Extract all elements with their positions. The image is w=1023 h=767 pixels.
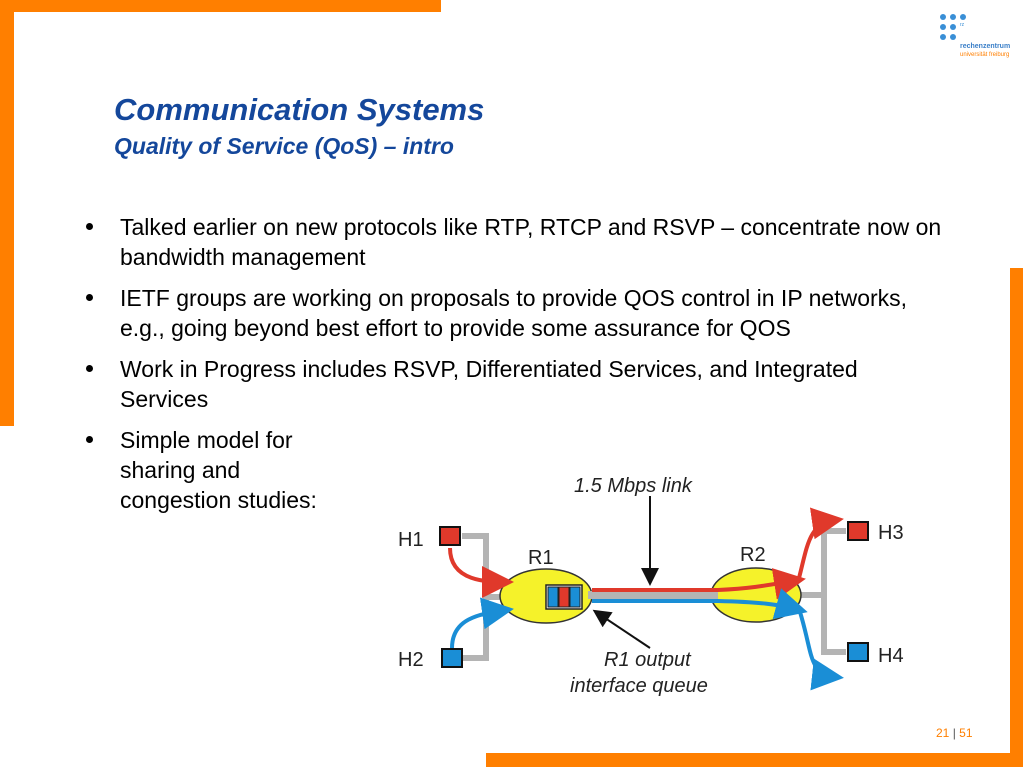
bullet-dot-icon xyxy=(86,223,93,230)
page-current: 21 xyxy=(936,726,950,740)
left-access-link xyxy=(462,533,489,661)
slide-subtitle: Quality of Service (QoS) – intro xyxy=(114,133,454,159)
bullet-item: Simple model for sharing and congestion … xyxy=(86,425,326,515)
frame-top-bar xyxy=(0,0,441,12)
queue-label-line2: interface queue xyxy=(570,675,708,697)
router-label-r1: R1 xyxy=(528,547,554,569)
blue-flow-h4 xyxy=(798,611,844,691)
logo-mark: rz xyxy=(960,22,965,28)
blue-flow-link xyxy=(592,588,808,620)
red-flow-h3 xyxy=(796,507,844,583)
page-total: 51 xyxy=(959,726,973,740)
page-separator: | xyxy=(952,726,956,740)
bullet-list: Talked earlier on new protocols like RTP… xyxy=(86,212,946,526)
blue-flow-h2 xyxy=(450,597,514,649)
right-access-link xyxy=(821,528,846,655)
bullet-text: Simple model for sharing and congestion … xyxy=(120,427,317,513)
host-h1-icon xyxy=(439,526,461,546)
bullet-dot-icon xyxy=(86,294,93,301)
logo-text: rechenzentrum universität freiburg xyxy=(960,43,1010,59)
bullet-text: IETF groups are working on proposals to … xyxy=(120,285,908,341)
queue-packet-red xyxy=(558,586,570,608)
bottleneck-link xyxy=(588,591,718,599)
logo-dots-icon xyxy=(940,14,970,44)
host-label-h3: H3 xyxy=(878,522,904,544)
logo-line2: universität freiburg xyxy=(960,52,1010,58)
bullet-item: Talked earlier on new protocols like RTP… xyxy=(86,212,946,272)
bullet-item: IETF groups are working on proposals to … xyxy=(86,283,946,343)
bullet-dot-icon xyxy=(86,365,93,372)
host-label-h2: H2 xyxy=(398,649,424,671)
host-label-h1: H1 xyxy=(398,529,424,551)
queue-packet-blue xyxy=(569,586,581,608)
network-diagram: 1.5 Mbps link H1 H2 H3 H4 R1 R2 R1 outpu… xyxy=(398,475,904,697)
frame-left-bar xyxy=(0,0,14,426)
slide-title: Communication Systems xyxy=(114,92,485,127)
link-label: 1.5 Mbps link xyxy=(574,475,693,497)
red-flow-h1 xyxy=(448,547,514,598)
bullet-text: Talked earlier on new protocols like RTP… xyxy=(120,214,942,270)
frame-bottom-bar xyxy=(486,753,1023,767)
queue-packet-blue xyxy=(547,586,559,608)
logo-line1: rechenzentrum xyxy=(960,43,1011,50)
queue-label-line1: R1 output xyxy=(604,649,692,671)
red-flow-link xyxy=(592,567,806,600)
bullet-text: Work in Progress includes RSVP, Differen… xyxy=(120,356,858,412)
host-label-h4: H4 xyxy=(878,645,904,667)
host-h3-icon xyxy=(847,521,869,541)
host-h4-icon xyxy=(847,642,869,662)
university-logo: rz rechenzentrum universität freiburg xyxy=(938,12,1018,68)
router-label-r2: R2 xyxy=(740,544,766,566)
frame-right-bar xyxy=(1010,268,1023,767)
bullet-dot-icon xyxy=(86,436,93,443)
bullet-item: Work in Progress includes RSVP, Differen… xyxy=(86,354,946,414)
host-h2-icon xyxy=(441,648,463,668)
router-r2 xyxy=(710,567,802,623)
queue-label-pointer xyxy=(592,609,651,649)
page-number: 21 | 51 xyxy=(936,726,973,740)
